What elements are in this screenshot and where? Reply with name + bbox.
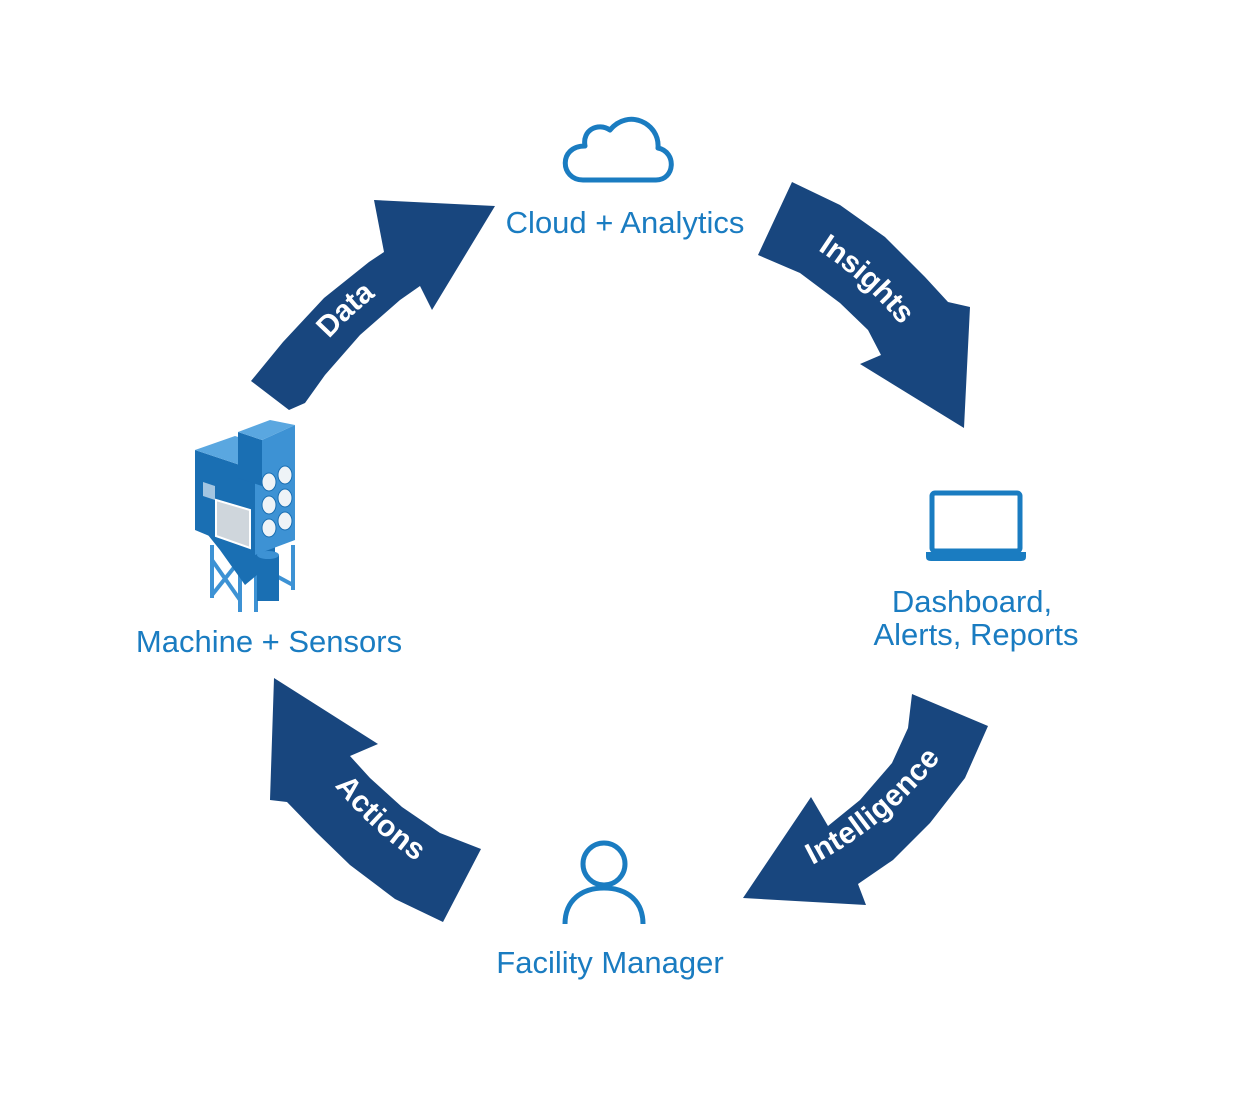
node-label-cloud: Cloud + Analytics [505, 205, 745, 240]
dust-collector-icon [195, 420, 295, 612]
arrow-data-shape [251, 200, 495, 410]
cloud-icon [562, 116, 674, 183]
arrow-actions: Actions [270, 678, 481, 922]
arrow-insights-shape [758, 182, 970, 428]
arrow-insights: Insights [758, 182, 970, 428]
node-label-dashboard-line-1: Dashboard, [891, 584, 1053, 619]
laptop-icon [926, 490, 1026, 561]
node-label-manager: Facility Manager [496, 945, 724, 980]
node-label-machine: Machine + Sensors [135, 624, 403, 659]
person-icon [562, 840, 646, 925]
arrow-intelligence-shape [743, 694, 988, 905]
arrow-actions-shape [270, 678, 481, 922]
arrow-data: Data [251, 200, 495, 410]
node-label-dashboard-line-2: Alerts, Reports [873, 617, 1079, 652]
arrow-intelligence: Intelligence [743, 694, 988, 905]
